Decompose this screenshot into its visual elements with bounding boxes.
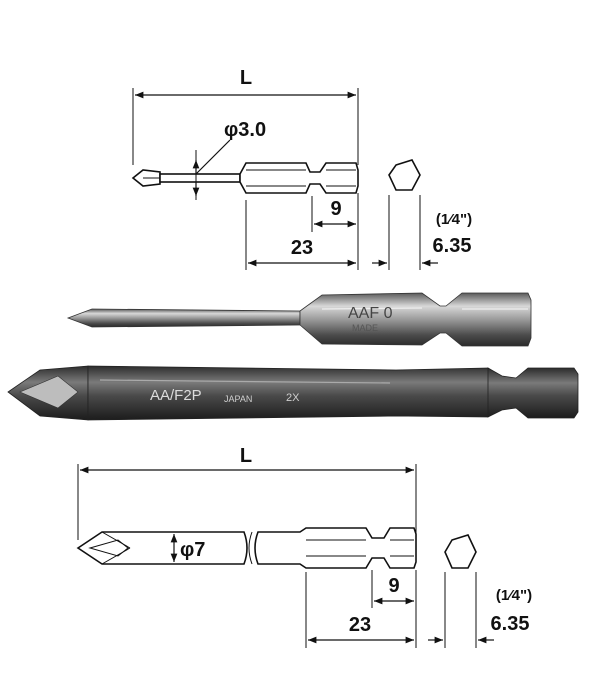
large-bit-hex-end — [487, 367, 579, 419]
top-hex-profile-icon — [388, 159, 421, 191]
bottom-hex-size-label: 6.35 — [491, 613, 530, 635]
large-bit-tip-highlight — [19, 375, 79, 409]
bottom-bit-tip-section — [76, 531, 248, 565]
bottom-bit-tip-line-2 — [101, 547, 131, 565]
bottom-shank-label: 23 — [349, 614, 371, 636]
small-bit-shaft — [66, 308, 301, 328]
bottom-hex-section-label: 9 — [388, 575, 399, 597]
top-hex-section-label: 9 — [330, 198, 341, 220]
large-bit-marking: AA/F2P — [150, 387, 202, 404]
bottom-length-label: L — [240, 445, 252, 467]
top-diameter-leader — [195, 139, 231, 175]
bottom-fraction-label: (1⁄4") — [496, 587, 532, 604]
bottom-bit-tip-flute — [88, 539, 129, 557]
bottom-bit-tip-line-1 — [101, 531, 131, 549]
top-tip-diameter-label: φ3.0 — [224, 119, 266, 141]
top-shank-label: 23 — [291, 237, 313, 259]
small-bit-marking: AAF 0 — [348, 305, 393, 322]
top-length-label: L — [240, 67, 252, 89]
bottom-bit-hex-shank — [254, 527, 417, 569]
large-bit-marking-code: 2X — [286, 392, 300, 404]
top-hex-size-label: 6.35 — [433, 235, 472, 257]
large-bit-photo: AA/F2P JAPAN 2X — [7, 365, 579, 421]
top-fraction-label: (1⁄4") — [436, 211, 472, 228]
small-bit-highlight-1 — [321, 307, 423, 310]
top-bit-hex-shank — [239, 162, 359, 194]
top-bit-drawing: L φ3.0 9 23 (1⁄4") 6.35 — [131, 67, 472, 270]
large-bit-marking-sub: JAPAN — [224, 394, 252, 404]
large-bit-highlight — [99, 379, 391, 384]
small-bit-marking-sub: MADE — [352, 323, 378, 333]
bottom-break-mark-left — [248, 531, 253, 565]
small-bit-hex-shank — [299, 292, 532, 347]
bottom-tip-diameter-label: φ7 — [180, 539, 205, 561]
top-bit-shaft — [159, 173, 241, 183]
small-bit-photo: AAF 0 MADE — [66, 292, 532, 347]
bottom-hex-profile-icon — [444, 534, 477, 569]
bottom-bit-drawing: L φ7 9 23 (1⁄4") 6.35 — [76, 445, 532, 648]
